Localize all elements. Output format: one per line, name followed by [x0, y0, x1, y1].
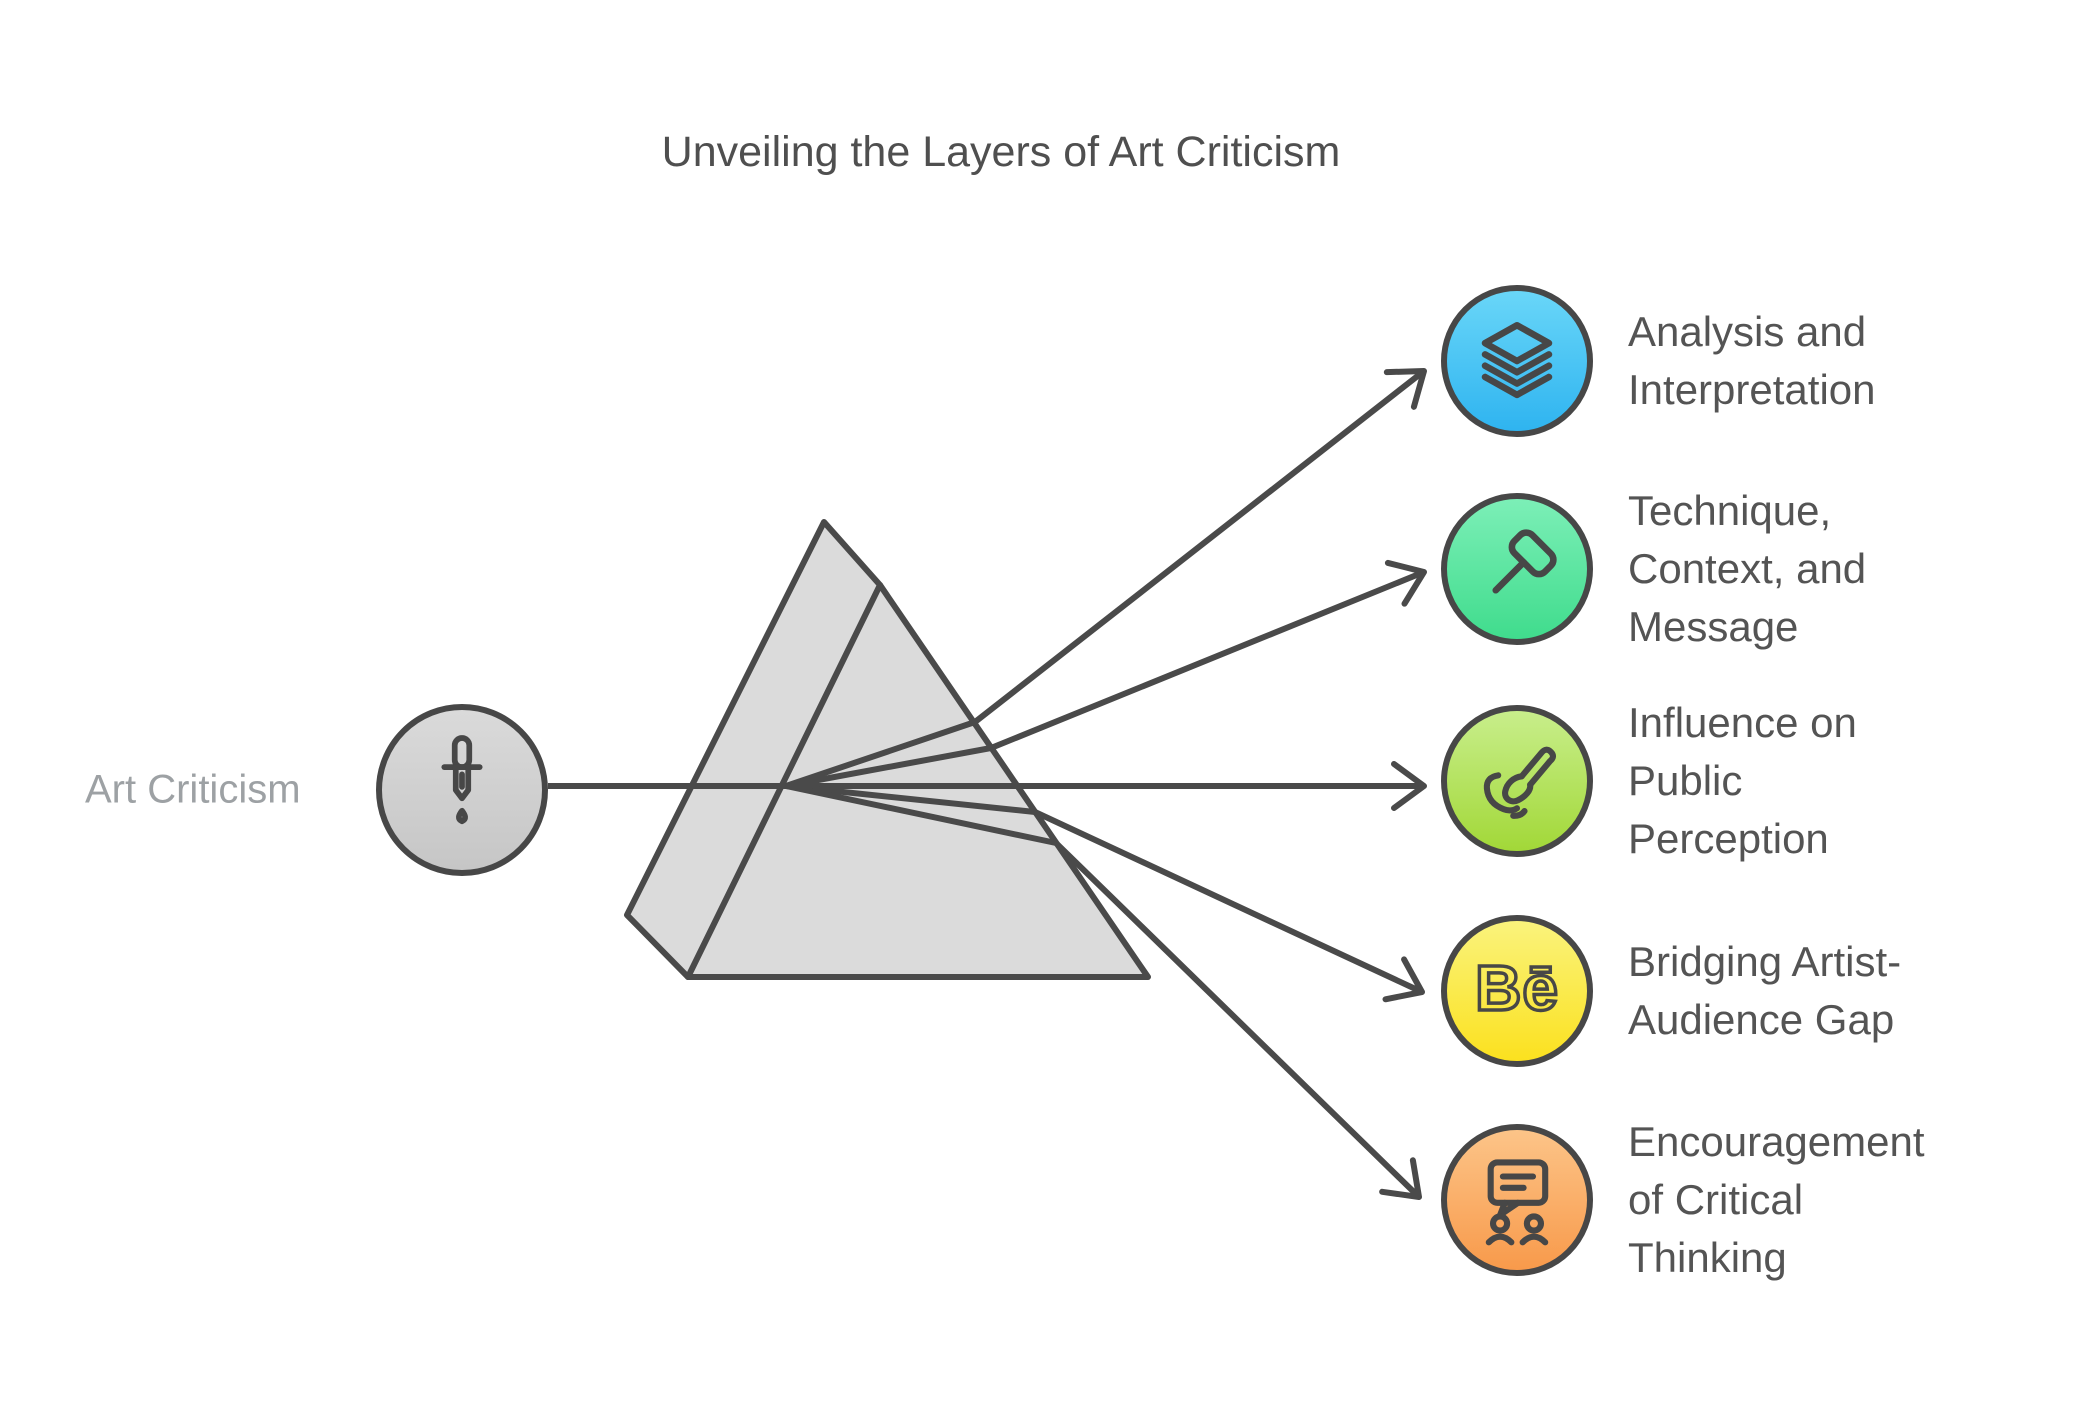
light-ray-bridging	[785, 783, 1425, 1003]
node-item-encouragement: Encouragement of Critical Thinking	[1441, 1113, 1925, 1287]
label-line: Analysis and	[1628, 308, 1867, 355]
node-label-bridging: Bridging Artist- Audience Gap	[1628, 933, 1901, 1049]
node-circle-encouragement	[1441, 1124, 1593, 1276]
source-node	[376, 704, 548, 876]
light-ray-analysis	[785, 368, 1427, 789]
node-circle-technique	[1441, 493, 1593, 645]
node-item-bridging: Bē Bridging Artist- Audience Gap	[1441, 915, 1901, 1067]
label-line: Public	[1628, 757, 1743, 804]
light-ray-technique	[785, 559, 1427, 789]
node-item-influence: Influence on Public Perception	[1441, 694, 1857, 868]
page-title: Unveiling the Layers of Art Criticism	[661, 128, 1341, 176]
eyedropper-icon	[441, 735, 483, 825]
label-line: Influence on	[1628, 699, 1857, 746]
node-circle-analysis	[1441, 285, 1593, 437]
label-line: Interpretation	[1628, 366, 1876, 413]
light-ray-encouragement	[785, 783, 1422, 1200]
node-label-analysis: Analysis and Interpretation	[1628, 303, 1876, 419]
mallet-icon	[1492, 529, 1557, 594]
label-line: Audience Gap	[1628, 996, 1895, 1043]
node-item-technique: Technique, Context, and Message	[1441, 482, 1866, 656]
label-line: Perception	[1628, 815, 1829, 862]
paintbrush-icon	[1483, 746, 1557, 819]
node-item-analysis: Analysis and Interpretation	[1441, 285, 1876, 437]
chat-people-icon	[1485, 1159, 1549, 1246]
label-line: of Critical	[1628, 1176, 1804, 1223]
label-line: Context, and	[1628, 545, 1867, 592]
layers-icon	[1481, 321, 1553, 399]
label-line: Bridging Artist-	[1628, 938, 1902, 985]
node-label-technique: Technique, Context, and Message	[1628, 482, 1866, 656]
source-label: Art Criticism	[85, 767, 301, 812]
prism-front-edge	[685, 582, 883, 980]
label-line: Technique,	[1628, 487, 1832, 534]
label-line: Thinking	[1628, 1234, 1787, 1281]
label-line: Encouragement	[1628, 1118, 1925, 1165]
node-label-encouragement: Encouragement of Critical Thinking	[1628, 1113, 1925, 1287]
behance-icon: Bē	[1473, 950, 1559, 1026]
node-circle-influence	[1441, 705, 1593, 857]
node-circle-bridging: Bē	[1441, 915, 1593, 1067]
label-line: Message	[1628, 603, 1799, 650]
node-label-influence: Influence on Public Perception	[1628, 694, 1857, 868]
